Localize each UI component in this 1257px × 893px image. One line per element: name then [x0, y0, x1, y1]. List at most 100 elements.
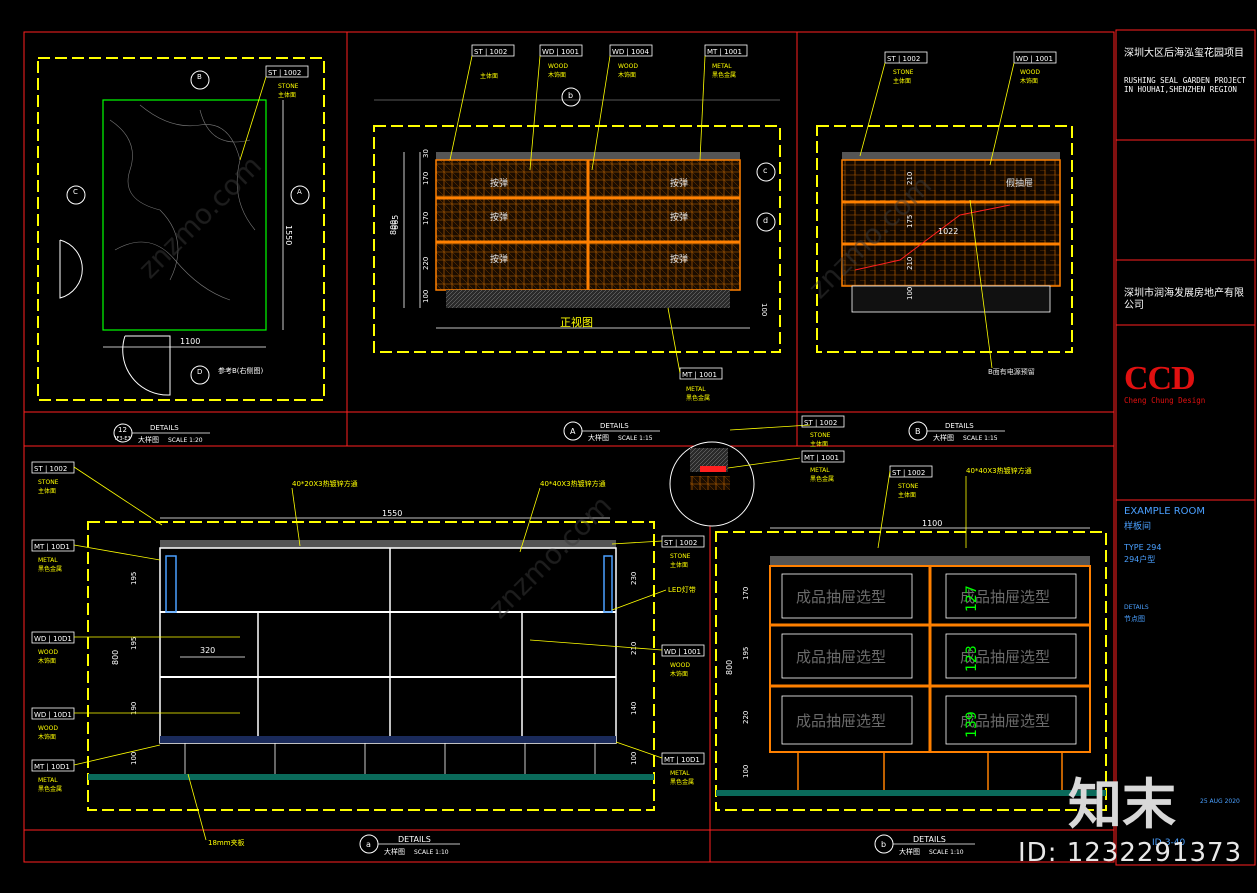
sec-b-dims: 170 195 220 100	[742, 587, 750, 778]
dim-800: 800	[389, 220, 398, 235]
svg-text:木饰面: 木饰面	[618, 71, 636, 79]
marker-c-elev	[756, 162, 776, 182]
svg-text:STONE: STONE	[810, 432, 831, 439]
svg-text:220: 220	[422, 257, 430, 270]
drawer-label-6: 按弹	[670, 253, 688, 265]
svg-text:210: 210	[906, 172, 914, 185]
plan-note: 参考B(右侧图)	[218, 366, 264, 375]
svg-text:30: 30	[422, 149, 430, 158]
svg-text:DETAILS: DETAILS	[913, 835, 946, 844]
svg-text:SCALE 1:10: SCALE 1:10	[414, 849, 449, 856]
svg-text:木饰面: 木饰面	[548, 71, 566, 79]
drawing-title-b-small: b DETAILS 大样图 SCALE 1:10	[874, 834, 975, 856]
pipe-callout-3: 40*40X3热镀锌方通	[966, 466, 1032, 475]
svg-text:木饰面: 木饰面	[38, 733, 56, 741]
svg-text:黑色金属: 黑色金属	[38, 785, 62, 793]
svg-text:SCALE 1:15: SCALE 1:15	[963, 435, 998, 442]
fake-drawer-label: 假抽屉	[1006, 177, 1033, 189]
svg-text:DETAILS: DETAILS	[945, 422, 974, 430]
svg-text:MT | 1001: MT | 1001	[682, 371, 717, 379]
svg-text:b: b	[568, 91, 573, 100]
power-note: B面有电源预留	[988, 367, 1035, 376]
svg-text:ST | 1002: ST | 1002	[892, 469, 925, 477]
sec-b-dim-800: 800	[725, 660, 734, 675]
detail-callout-circle: ST | 1002 STONE 主体面 MT | 1001 METAL 黑色金属	[669, 415, 845, 527]
drawer-type-6: 成品抽屉选型	[960, 712, 1050, 730]
svg-text:MT | 10D1: MT | 10D1	[664, 756, 700, 764]
svg-text:195: 195	[742, 647, 750, 660]
svg-text:MT | 10D1: MT | 10D1	[34, 763, 70, 771]
svg-text:WOOD: WOOD	[548, 63, 568, 70]
plywood-note: 18mm夹板	[208, 838, 245, 847]
svg-text:METAL: METAL	[712, 63, 732, 70]
svg-text:IF3-E3: IF3-E3	[115, 436, 131, 442]
svg-text:大样图: 大样图	[588, 433, 609, 442]
drawer-type-5: 成品抽屉选型	[796, 712, 886, 730]
svg-text:DETAILS: DETAILS	[398, 835, 431, 844]
svg-text:100: 100	[906, 287, 914, 300]
svg-text:黑色金属: 黑色金属	[38, 565, 62, 573]
sec-b-tag-st: ST | 1002 STONE 主体面	[877, 465, 933, 549]
marker-b-plan	[190, 70, 210, 90]
svg-text:METAL: METAL	[38, 777, 58, 784]
section-b: 1100 成品抽屉选型 成品抽屉选型 成品抽屉选型 成品抽屉选型 成品抽屉选型 …	[715, 465, 1107, 811]
elevation-b: 假抽屉 1022 210 175 210 100 ST | 1002 STONE…	[816, 51, 1073, 376]
svg-text:WOOD: WOOD	[38, 725, 58, 732]
svg-text:210: 210	[630, 642, 638, 655]
elev-a-tag-mt: MT | 1001 METAL 黑色金属	[699, 44, 748, 161]
svg-text:WD | 1001: WD | 1001	[1016, 55, 1053, 63]
svg-text:木饰面: 木饰面	[670, 670, 688, 678]
svg-text:170: 170	[742, 587, 750, 600]
svg-text:WD | 1001: WD | 1001	[664, 648, 701, 656]
watermark-id: ID: 1232291373	[1018, 838, 1243, 868]
svg-text:170: 170	[422, 212, 430, 225]
svg-text:METAL: METAL	[686, 386, 706, 393]
sec-a-tag-st: ST | 1002 STONE 主体面	[31, 461, 163, 526]
svg-text:黑色金属: 黑色金属	[712, 71, 736, 79]
elev-a-tag-wd4: WD | 1004 WOOD 木饰面	[591, 44, 653, 171]
dim-665: 665	[391, 215, 400, 230]
svg-text:DETAILS: DETAILS	[150, 424, 179, 432]
svg-text:b: b	[881, 840, 886, 849]
sec-a-tag-st-right: ST | 1002 STONE 主体面	[611, 535, 705, 569]
svg-text:大样图: 大样图	[933, 433, 954, 442]
sec-a-tag-wd-right: WD | 1001 WOOD 木饰面	[529, 639, 705, 678]
svg-text:ST | 1002: ST | 1002	[34, 465, 67, 473]
type-en: TYPE 294	[1124, 543, 1162, 552]
dim-100-right: 100	[760, 303, 768, 316]
elev-a-dims: 30 170 170 220 100	[422, 149, 430, 303]
drawing-title-a: A DETAILS 大样图 SCALE 1:15	[563, 421, 660, 442]
svg-text:主体面: 主体面	[480, 72, 498, 80]
plan-st-tag: ST | 1002 STONE 主体面	[239, 65, 309, 161]
sec-a-tag-mt1: MT | 10D1 METAL 黑色金属	[31, 539, 161, 573]
svg-text:220: 220	[742, 711, 750, 724]
marker-a-label: A	[297, 188, 302, 196]
svg-text:黑色金属: 黑色金属	[670, 778, 694, 786]
green-dim-139: 139	[964, 711, 980, 738]
svg-text:ST | 1002: ST | 1002	[664, 539, 697, 547]
svg-text:znzmo.com: znzmo.com	[482, 489, 618, 625]
svg-text:STONE: STONE	[670, 553, 691, 560]
svg-text:主体面: 主体面	[893, 77, 911, 85]
sheet-number: ID-3-40	[1152, 838, 1186, 848]
svg-text:195: 195	[130, 637, 138, 650]
svg-text:主体面: 主体面	[810, 440, 828, 448]
svg-text:MT | 10D1: MT | 10D1	[34, 543, 70, 551]
svg-text:12: 12	[118, 426, 127, 434]
section-a: 1550 320 800 195 195 190 100 230 210 140	[31, 461, 705, 847]
svg-text:大样图: 大样图	[899, 847, 920, 856]
svg-text:WOOD: WOOD	[618, 63, 638, 70]
client-name: 深圳市润海发展房地产有限公司	[1124, 288, 1244, 311]
callout-tag-mt: MT | 1001 METAL 黑色金属	[801, 450, 845, 483]
marker-b-label: B	[197, 73, 202, 81]
sec-a-tag-mt-right: MT | 10D1 METAL 黑色金属	[615, 741, 705, 786]
watermark-brand: 知末	[1068, 773, 1176, 836]
svg-text:100: 100	[630, 752, 638, 765]
svg-text:大样图: 大样图	[138, 435, 159, 444]
sec-a-dim-320: 320	[200, 646, 215, 655]
svg-text:黑色金属: 黑色金属	[810, 475, 834, 483]
elevation-a: 按弹 按弹 按弹 按弹 按弹 按弹 665 800 30 170 170 220…	[373, 44, 781, 402]
drawer-type-2: 成品抽屉选型	[960, 588, 1050, 606]
sec-a-tag-wd2: WD | 10D1 WOOD 木饰面	[31, 707, 240, 741]
svg-text:140: 140	[630, 702, 638, 715]
